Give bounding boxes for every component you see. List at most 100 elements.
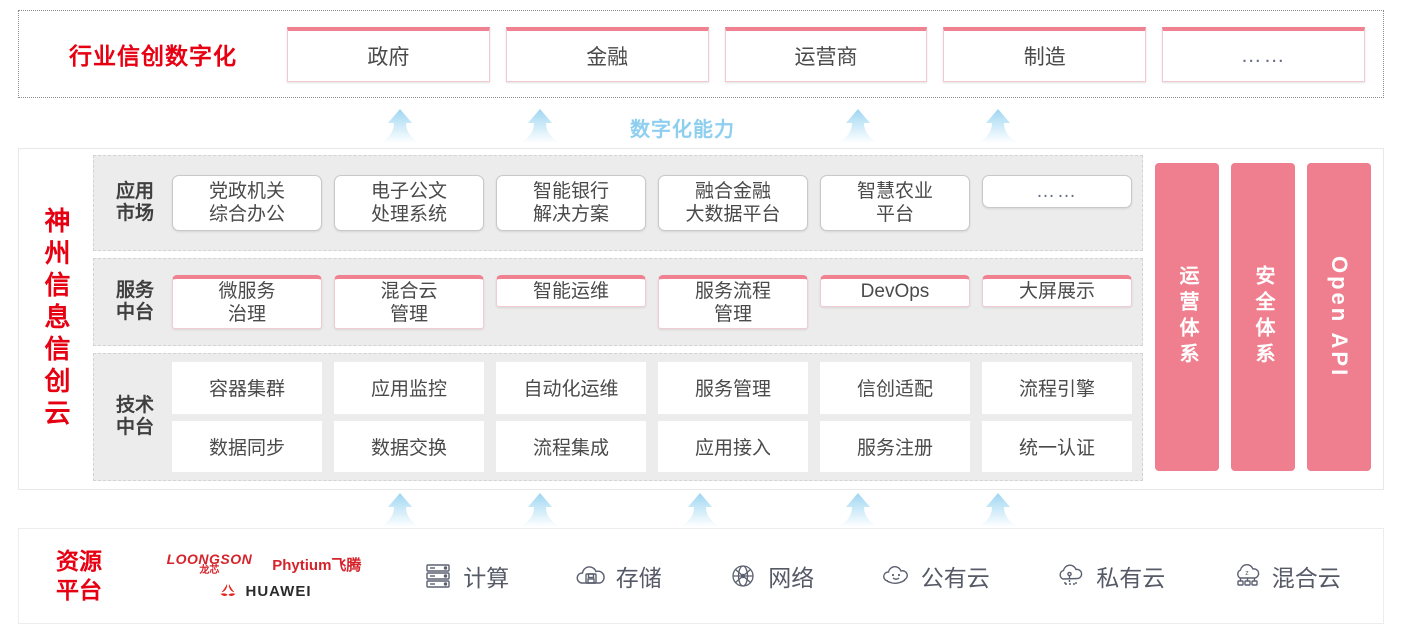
- loongson-logo-en: LOONGSON: [166, 551, 253, 567]
- tech-card-automated-ops[interactable]: 自动化运维: [496, 362, 646, 414]
- pillar-label: 安全体系: [1252, 265, 1274, 369]
- service-card-aiops[interactable]: 智能运维: [496, 274, 646, 307]
- technology-card-row-2: 数据同步 数据交换 流程集成 应用接入 服务注册 统一认证: [172, 420, 1132, 472]
- huawei-flower-icon: [217, 582, 239, 600]
- app-card-line2: 处理系统: [370, 204, 447, 225]
- app-card-smart-bank[interactable]: 智能银行解决方案: [496, 174, 646, 232]
- resource-title-line1: 资源: [56, 548, 102, 575]
- tech-card-service-management[interactable]: 服务管理: [658, 362, 808, 414]
- phytium-logo: Phytium飞腾: [272, 556, 362, 574]
- resource-platform-panel: 资源 平台 LOONGSON 龙芯 Phytium飞腾: [18, 528, 1384, 624]
- service-card-process-management[interactable]: 服务流程管理: [658, 274, 808, 330]
- resource-item-compute[interactable]: 计算: [421, 559, 509, 593]
- resource-item-label: 网络: [768, 565, 815, 591]
- tech-card-app-access[interactable]: 应用接入: [658, 420, 808, 472]
- industry-card-government[interactable]: 政府: [287, 26, 490, 82]
- tech-card-xinchuang-adaptation[interactable]: 信创适配: [820, 362, 970, 414]
- tech-card-process-integration[interactable]: 流程集成: [496, 420, 646, 472]
- service-card-dashboard[interactable]: 大屏展示: [982, 274, 1132, 307]
- service-card-line2: 管理: [389, 303, 428, 325]
- industry-card-finance[interactable]: 金融: [505, 26, 709, 82]
- loongson-logo: LOONGSON 龙芯: [167, 552, 253, 576]
- app-card-line2: 综合办公: [208, 204, 285, 225]
- resource-item-public-cloud[interactable]: 公有云: [879, 559, 990, 593]
- service-card-devops[interactable]: DevOps: [820, 274, 970, 307]
- band-label-line1: 服务: [115, 280, 154, 302]
- app-card-more[interactable]: ……: [982, 174, 1132, 208]
- resource-item-private-cloud[interactable]: 私有云: [1054, 559, 1165, 593]
- industry-card-more[interactable]: ……: [1162, 26, 1365, 82]
- resource-item-label: 私有云: [1096, 565, 1166, 591]
- resource-item-list: 计算 存储: [389, 559, 1383, 593]
- loongson-logo-cn: 龙芯: [199, 565, 220, 576]
- technology-card-row-1: 容器集群 应用监控 自动化运维 服务管理 信创适配 流程引擎: [172, 362, 1132, 414]
- up-arrow-icon-9: [977, 492, 1019, 528]
- tech-card-data-sync[interactable]: 数据同步: [172, 420, 322, 472]
- tech-card-process-engine[interactable]: 流程引擎: [982, 362, 1132, 414]
- digital-capability-label: 数字化能力: [630, 119, 735, 141]
- app-card-smart-agriculture[interactable]: 智慧农业平台: [820, 174, 970, 232]
- application-card-list: 党政机关综合办公 电子公文处理系统 智能银行解决方案 融合金融大数据平台 智慧农: [166, 174, 1132, 232]
- app-card-edoc-system[interactable]: 电子公文处理系统: [334, 174, 484, 232]
- service-card-line1: 服务流程: [694, 280, 771, 302]
- tech-card-unified-auth[interactable]: 统一认证: [982, 420, 1132, 472]
- technology-card-grid: 容器集群 应用监控 自动化运维 服务管理 信创适配 流程引擎 数据同步 数据交换…: [166, 362, 1132, 472]
- app-card-line1: 党政机关: [208, 180, 285, 202]
- resource-item-label: 存储: [615, 565, 662, 591]
- resource-title-line2: 平台: [56, 577, 102, 603]
- service-card-list: 微服务治理 混合云管理 智能运维 服务流程管理 DevOps: [166, 274, 1132, 330]
- resource-item-label: 混合云: [1271, 565, 1341, 591]
- hybrid-cloud-icon: z: [1230, 559, 1264, 593]
- network-globe-icon: [726, 559, 760, 593]
- industry-band-title: 行业信创数字化: [69, 43, 237, 69]
- resource-item-label: 公有云: [920, 565, 990, 591]
- band-service-platform: 服务 中台 微服务治理 混合云管理 智能运维: [93, 258, 1143, 346]
- tech-card-data-exchange[interactable]: 数据交换: [334, 420, 484, 472]
- app-card-line2: 大数据平台: [685, 204, 781, 225]
- tech-card-container-cluster[interactable]: 容器集群: [172, 362, 322, 414]
- pillar-open-api[interactable]: Open API: [1307, 163, 1371, 471]
- public-cloud-icon: [879, 559, 913, 593]
- industry-card-list: 政府 金融 运营商 制造 ……: [287, 26, 1383, 82]
- server-rack-icon: [421, 559, 455, 593]
- cloud-platform-title: 神州信息信创云: [41, 207, 71, 431]
- svg-text:z: z: [1245, 570, 1249, 577]
- app-card-line1: 融合金融: [694, 180, 771, 202]
- band-label-line2: 中台: [115, 302, 154, 323]
- resource-item-storage[interactable]: 存储: [574, 559, 662, 593]
- pillar-label: Open API: [1327, 255, 1352, 379]
- band-label-line1: 应用: [115, 181, 154, 203]
- industry-card-telecom[interactable]: 运营商: [724, 26, 928, 82]
- tech-card-app-monitoring[interactable]: 应用监控: [334, 362, 484, 414]
- up-arrow-icon-8: [837, 492, 879, 528]
- band-application-market: 应用 市场 党政机关综合办公 电子公文处理系统 智能银行解决方案: [93, 155, 1143, 251]
- vendor-logo-row-2: HUAWEI: [217, 582, 312, 600]
- tech-card-service-registry[interactable]: 服务注册: [820, 420, 970, 472]
- service-card-microservice-governance[interactable]: 微服务治理: [172, 274, 322, 330]
- app-card-line1: 智能银行: [532, 180, 609, 202]
- band-label-line1: 技术: [115, 395, 154, 417]
- pillar-operations-system[interactable]: 运营体系: [1155, 163, 1219, 471]
- huawei-logo-text: HUAWEI: [245, 582, 312, 600]
- up-arrow-icon-5: [379, 492, 421, 528]
- app-card-government-office[interactable]: 党政机关综合办公: [172, 174, 322, 232]
- service-card-line1: 智能运维: [532, 280, 609, 302]
- up-arrow-icon-6: [519, 492, 561, 528]
- up-arrow-icon-4: [977, 108, 1019, 144]
- industry-card-manufacturing[interactable]: 制造: [943, 26, 1147, 82]
- resource-item-network[interactable]: 网络: [726, 559, 814, 593]
- pillar-security-system[interactable]: 安全体系: [1231, 163, 1295, 471]
- band-label-service-platform: 服务 中台: [104, 280, 166, 324]
- app-card-line1: 智慧农业: [856, 180, 933, 202]
- app-card-finance-bigdata[interactable]: 融合金融大数据平台: [658, 174, 808, 232]
- service-card-hybrid-cloud-management[interactable]: 混合云管理: [334, 274, 484, 330]
- band-label-technology-platform: 技术 中台: [104, 395, 166, 439]
- huawei-logo: HUAWEI: [217, 582, 312, 600]
- vendor-logo-row-1: LOONGSON 龙芯 Phytium飞腾: [167, 552, 362, 576]
- up-arrow-icon-1: [379, 108, 421, 144]
- industry-band: 行业信创数字化 政府 金融 运营商 制造 ……: [18, 10, 1384, 98]
- up-arrow-icon-2: [519, 108, 561, 144]
- resource-item-hybrid-cloud[interactable]: z 混合云: [1230, 559, 1341, 593]
- private-cloud-icon: [1054, 559, 1088, 593]
